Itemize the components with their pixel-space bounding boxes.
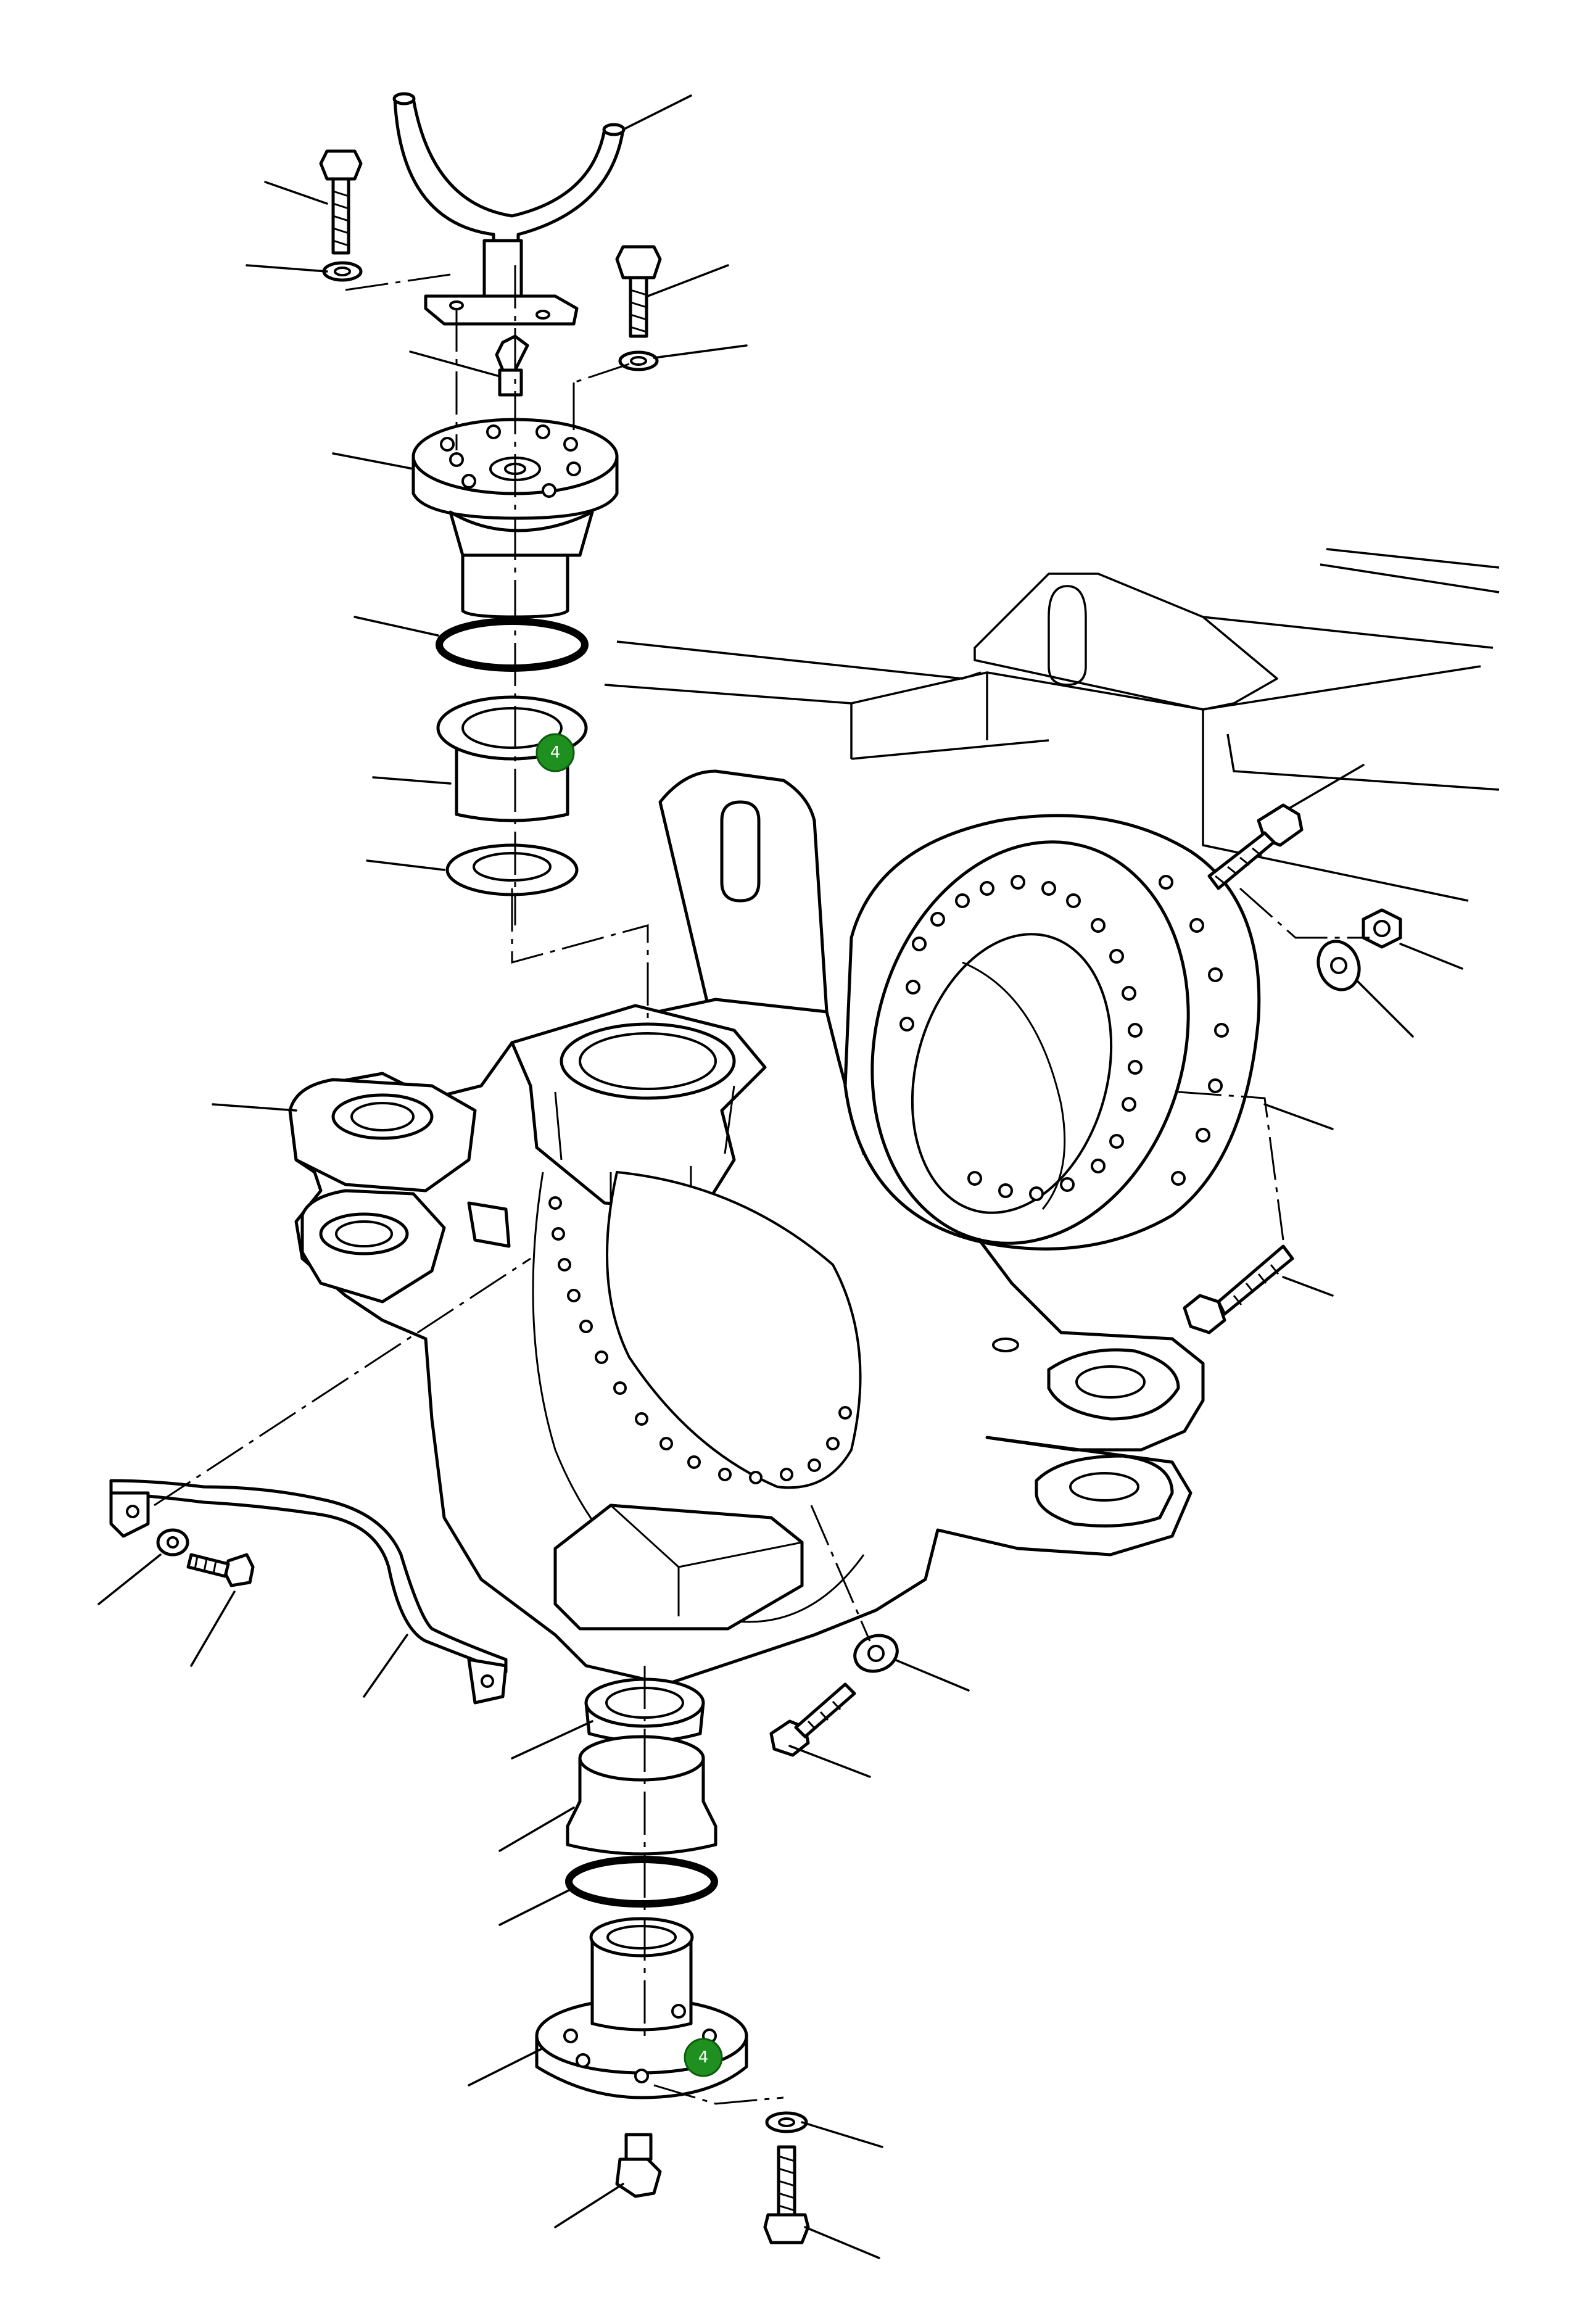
bottom-kingpin-cap	[535, 1917, 748, 2099]
lifting-yoke	[392, 92, 626, 326]
top-right-bolt	[615, 245, 662, 371]
callout-label: 4	[550, 743, 561, 762]
flange-bolt-holes	[899, 875, 1229, 1201]
lower-center-bolt	[769, 1634, 899, 1757]
knuckle-bolt-holes	[548, 1196, 852, 1484]
strap-bolt	[186, 1553, 255, 1587]
callout-marker-upper[interactable]: 4	[535, 733, 575, 772]
bottom-right-bolt	[763, 2111, 810, 2244]
bottom-kingpin	[566, 1735, 717, 1856]
grease-nipple-top	[495, 334, 529, 397]
axle-frame-background	[604, 548, 1500, 902]
callout-label: 4	[698, 2048, 709, 2067]
leader-lines	[97, 94, 1463, 2259]
right-upper-bolt	[1207, 803, 1304, 890]
cable-strap-bracket	[109, 1479, 508, 1705]
callout-marker-lower[interactable]: 4	[684, 2038, 723, 2077]
bottom-o-ring	[565, 1856, 718, 1908]
callout-circle	[535, 733, 575, 772]
wheel-flange	[843, 814, 1261, 1251]
right-lower-bolt	[1183, 1244, 1294, 1334]
right-nut-washer	[1317, 908, 1402, 991]
steering-knuckle	[288, 769, 1205, 1686]
top-o-ring	[436, 618, 589, 672]
top-left-bolt	[319, 149, 363, 282]
strap-washer	[156, 1528, 189, 1557]
top-thrust-washer	[445, 843, 579, 896]
assembly-centerlines	[154, 265, 1370, 2105]
grease-nipple-bottom	[615, 2133, 662, 2198]
callout-circle	[684, 2038, 723, 2077]
